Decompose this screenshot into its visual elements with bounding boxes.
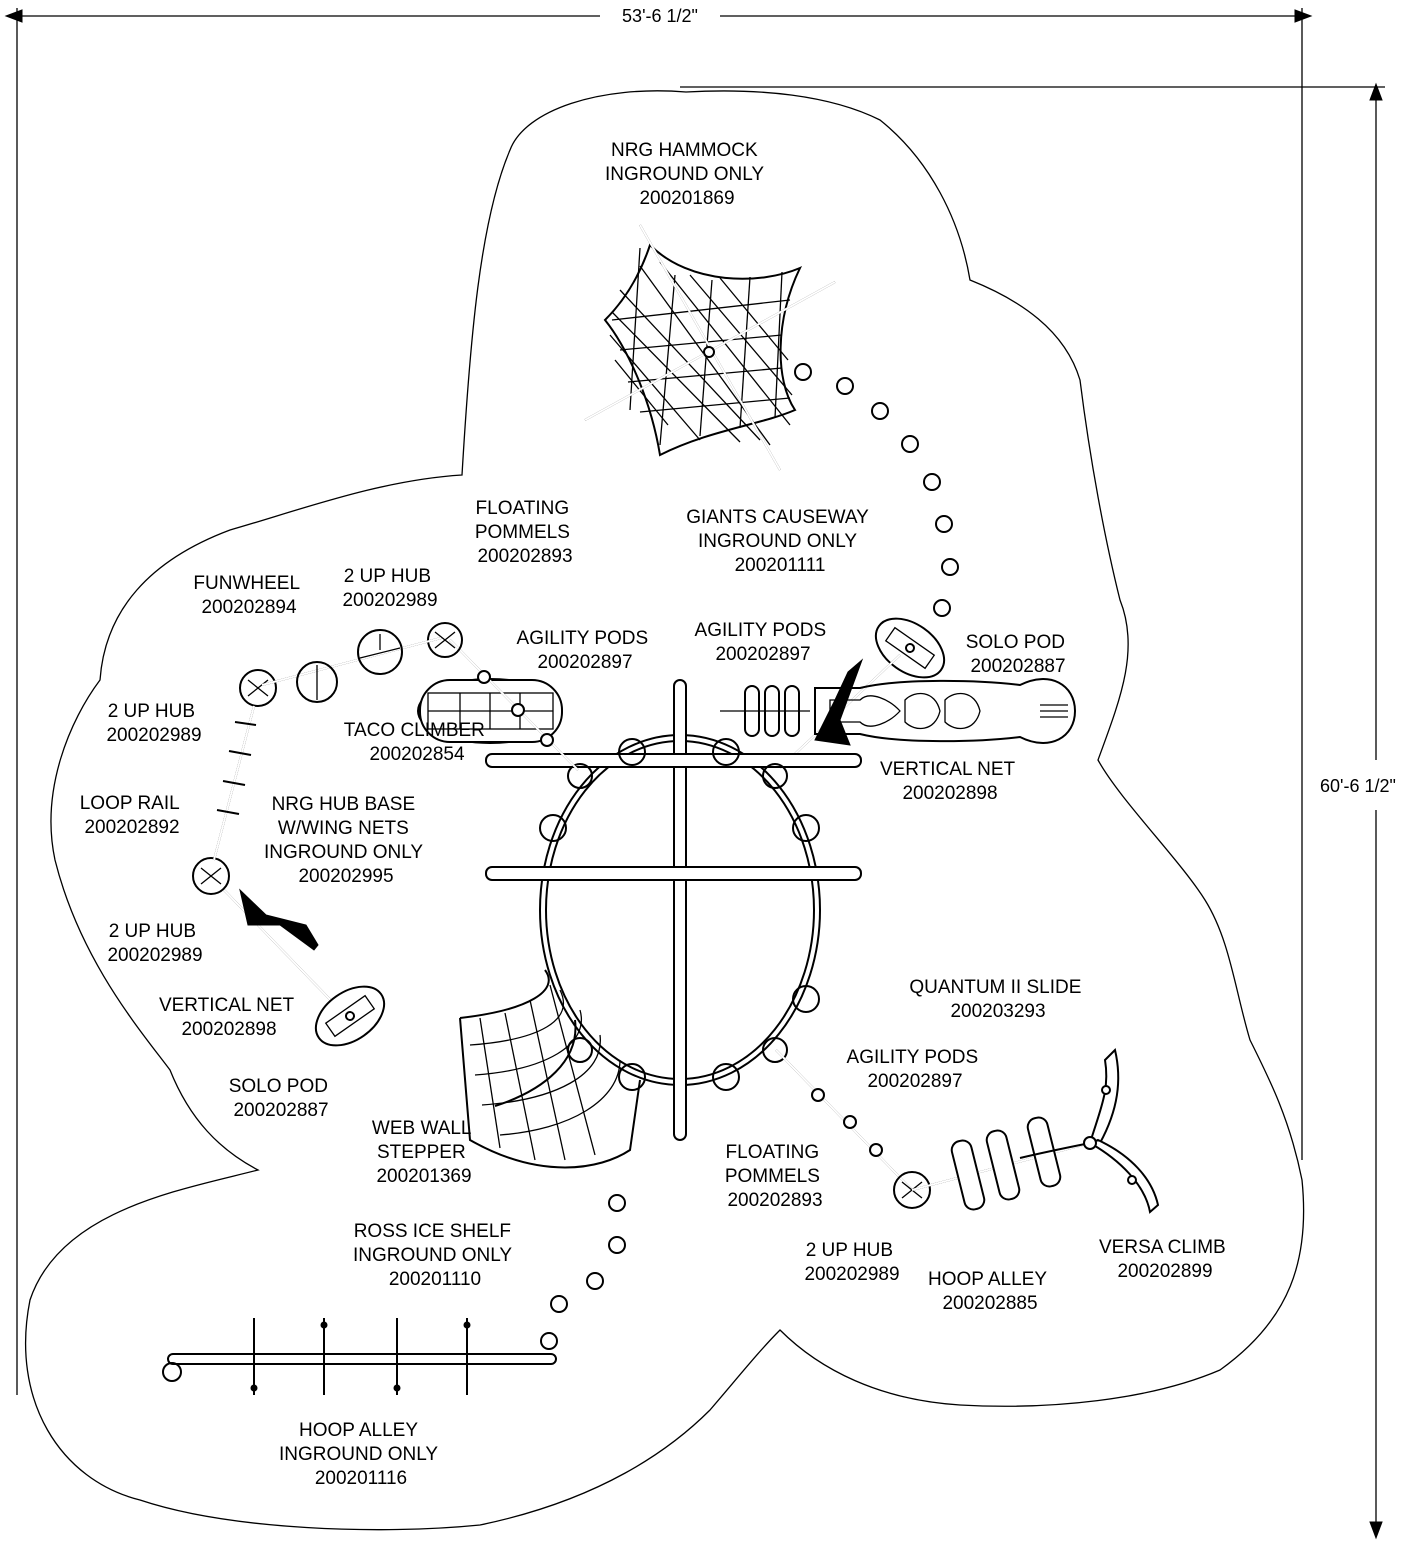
versa-climb xyxy=(1019,1048,1160,1214)
agility-pods-left xyxy=(449,639,579,771)
label-loop-rail: LOOP RAIL 200202892 xyxy=(80,793,185,838)
solo-pod-right xyxy=(874,617,946,679)
label-nrg-hub-base: NRG HUB BASE W/WING NETS INGROUND ONLY 2… xyxy=(264,794,428,887)
hub-base-deck xyxy=(485,679,862,1141)
safety-zone-outline xyxy=(25,90,1305,1531)
label-vertical-net-left: VERTICAL NET 200202898 xyxy=(159,995,299,1040)
two-up-hub-left xyxy=(239,669,277,707)
labels: NRG HAMMOCK INGROUND ONLY 200201869 FLOA… xyxy=(80,140,1231,1489)
two-up-hub-top xyxy=(427,622,463,658)
vertical-net-left xyxy=(223,888,346,1016)
label-nrg-hammock: NRG HAMMOCK INGROUND ONLY 200201869 xyxy=(605,140,769,209)
label-two-up-hub-bottom: 2 UP HUB 200202989 xyxy=(804,1240,899,1285)
wing-net-pods xyxy=(539,738,820,1091)
ross-ice-shelf-steps xyxy=(540,1194,626,1350)
label-versa-climb: VERSA CLIMB 200202899 xyxy=(1099,1237,1231,1282)
funwheel xyxy=(261,629,442,703)
label-agility-pods-lower: AGILITY PODS 200202897 xyxy=(847,1047,984,1092)
label-two-up-hub-lower-left: 2 UP HUB 200202989 xyxy=(107,921,202,966)
label-quantum-slide: QUANTUM II SLIDE 200203293 xyxy=(909,977,1086,1022)
label-ross-ice-shelf: ROSS ICE SHELF INGROUND ONLY 200201110 xyxy=(353,1221,517,1290)
label-floating-pommels-top: FLOATING POMMELS 200202893 xyxy=(475,498,575,567)
label-solo-pod-right: SOLO POD 200202887 xyxy=(966,632,1071,677)
label-hoop-alley-bottom: HOOP ALLEY INGROUND ONLY 200201116 xyxy=(279,1420,443,1489)
label-floating-pommels-bottom: FLOATING POMMELS 200202893 xyxy=(725,1142,825,1211)
hoop-alley-bottom xyxy=(162,1318,557,1395)
width-dimension: 53'-6 1/2" xyxy=(4,6,1313,1395)
climber-loops xyxy=(720,685,810,737)
label-two-up-hub-top: 2 UP HUB 200202989 xyxy=(342,566,437,611)
solo-pod-left xyxy=(314,985,386,1047)
web-wall-stepper xyxy=(459,969,641,1169)
loop-rail xyxy=(213,705,257,861)
label-agility-pods-right: AGILITY PODS 200202897 xyxy=(695,620,832,665)
width-dimension-label: 53'-6 1/2" xyxy=(622,6,698,26)
label-two-up-hub-left: 2 UP HUB 200202989 xyxy=(106,701,201,746)
hoop-alley-right xyxy=(911,1116,1091,1211)
label-giants-causeway: GIANTS CAUSEWAY INGROUND ONLY 200201111 xyxy=(686,507,874,576)
quantum-slide xyxy=(720,678,1077,744)
giants-causeway-steps xyxy=(794,363,959,617)
height-dimension-label: 60'-6 1/2" xyxy=(1320,776,1396,796)
nrg-hammock-net xyxy=(584,224,836,471)
agility-pods-lower xyxy=(775,1049,913,1191)
label-vertical-net-right: VERTICAL NET 200202898 xyxy=(880,759,1020,804)
two-up-hub-lower-left xyxy=(192,857,230,895)
label-agility-pods-left: AGILITY PODS 200202897 xyxy=(517,628,654,673)
label-web-wall-stepper: WEB WALL STEPPER 200201369 xyxy=(372,1118,476,1187)
label-hoop-alley-right: HOOP ALLEY 200202885 xyxy=(928,1269,1052,1314)
label-taco-climber: TACO CLIMBER 200202854 xyxy=(344,720,490,765)
label-solo-pod-left: SOLO POD 200202887 xyxy=(229,1076,334,1121)
height-dimension: 60'-6 1/2" xyxy=(680,82,1396,1540)
label-funwheel: FUNWHEEL 200202894 xyxy=(193,573,304,618)
